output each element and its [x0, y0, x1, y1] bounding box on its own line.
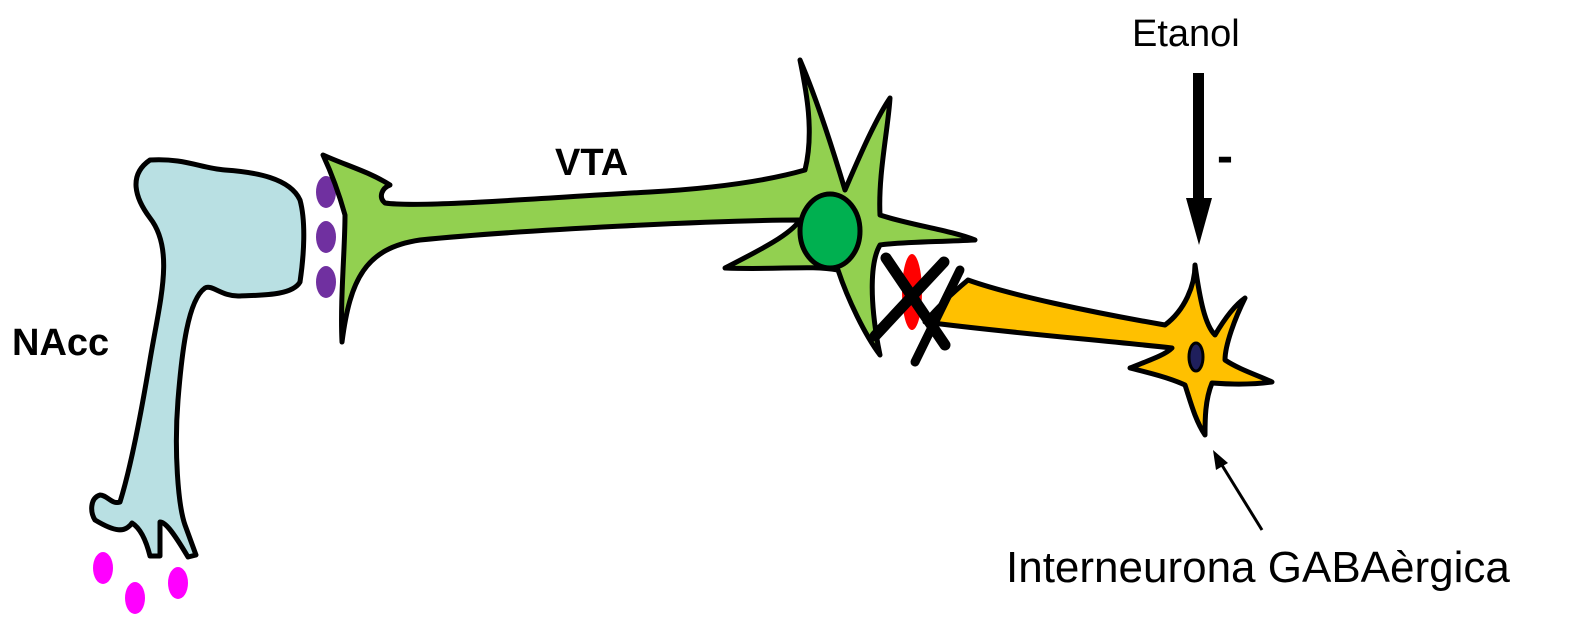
nacc-label: NAcc	[12, 322, 109, 364]
nacc-neuron	[92, 160, 304, 557]
gaba-nucleus	[1189, 343, 1203, 371]
etanol-label: Etanol	[1132, 13, 1240, 55]
interneuron-label: Interneurona GABAèrgica	[1006, 543, 1510, 592]
vta-label: VTA	[555, 142, 628, 184]
inhibit-sign: -	[1217, 130, 1233, 183]
output-vesicle	[168, 567, 188, 599]
vta-neuron	[323, 60, 975, 355]
output-vesicle	[93, 552, 113, 584]
etanol-arrow-head	[1186, 198, 1212, 245]
output-vesicle	[125, 582, 145, 614]
etanol-arrow-shaft	[1193, 73, 1204, 213]
vta-nucleus	[800, 194, 860, 268]
dopamine-vesicle	[316, 221, 336, 253]
pointer-arrow-head	[1213, 450, 1228, 470]
gaba-interneuron	[925, 265, 1272, 435]
dopamine-vesicle	[316, 266, 336, 298]
pointer-arrow-line	[1220, 462, 1262, 530]
